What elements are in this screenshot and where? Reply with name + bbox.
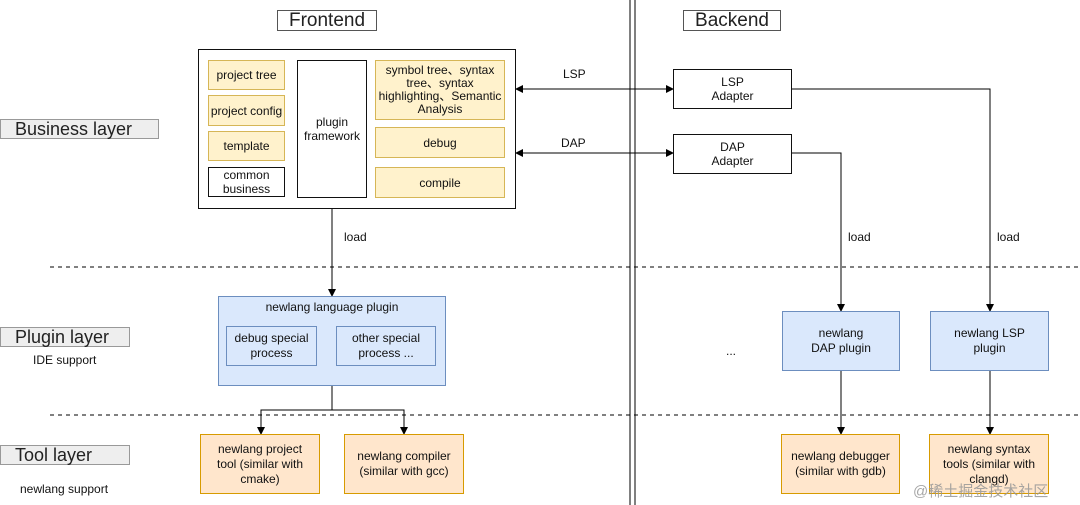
compiler-box: newlang compiler (similar with gcc) xyxy=(344,434,464,494)
compile-box: compile xyxy=(375,167,505,198)
template-box: template xyxy=(208,131,285,161)
syntax-tools-box: newlang syntax tools (similar with clang… xyxy=(929,434,1049,494)
lsp-plugin-box: newlang LSP plugin xyxy=(930,311,1049,371)
project-tool-box: newlang project tool (similar with cmake… xyxy=(200,434,320,494)
load-arrow-lsp xyxy=(792,88,994,312)
load-label-dap: load xyxy=(848,230,871,244)
lsp-adapter-box: LSP Adapter xyxy=(673,69,792,109)
dap-label: DAP xyxy=(561,136,586,150)
language-plugin-title: newlang language plugin xyxy=(265,300,399,314)
project-config-box: project config xyxy=(208,95,285,126)
load-label-frontend: load xyxy=(344,230,367,244)
business-layer-label: Business layer xyxy=(0,119,159,139)
dap-plugin-box: newlang DAP plugin xyxy=(782,311,900,371)
tool-layer-subtitle: newlang support xyxy=(20,482,109,496)
common-business-box: common business xyxy=(208,167,285,197)
plugin-layer-label: Plugin layer xyxy=(0,327,130,347)
frontend-header: Frontend xyxy=(277,10,377,31)
project-tree-box: project tree xyxy=(208,60,285,90)
more-plugins-ellipsis: ... xyxy=(726,344,737,358)
debugger-box: newlang debugger (similar with gdb) xyxy=(781,434,900,494)
load-arrow-dap xyxy=(792,152,845,312)
dap-adapter-box: DAP Adapter xyxy=(673,134,792,174)
symbol-tree-box: symbol tree、syntax tree、syntax highlight… xyxy=(375,60,505,120)
backend-header: Backend xyxy=(683,10,781,31)
debug-special-process-box: debug special process xyxy=(226,326,317,366)
plugin-layer-subtitle: IDE support xyxy=(33,353,97,367)
watermark: @稀土掘金技术社区 xyxy=(913,483,1049,500)
load-label-lsp: load xyxy=(997,230,1020,244)
tool-layer-label: Tool layer xyxy=(0,445,130,465)
debug-box: debug xyxy=(375,127,505,158)
plugin-framework-box: plugin framework xyxy=(297,60,367,198)
lsp-label: LSP xyxy=(563,67,586,81)
other-special-process-box: other special process ... xyxy=(336,326,436,366)
